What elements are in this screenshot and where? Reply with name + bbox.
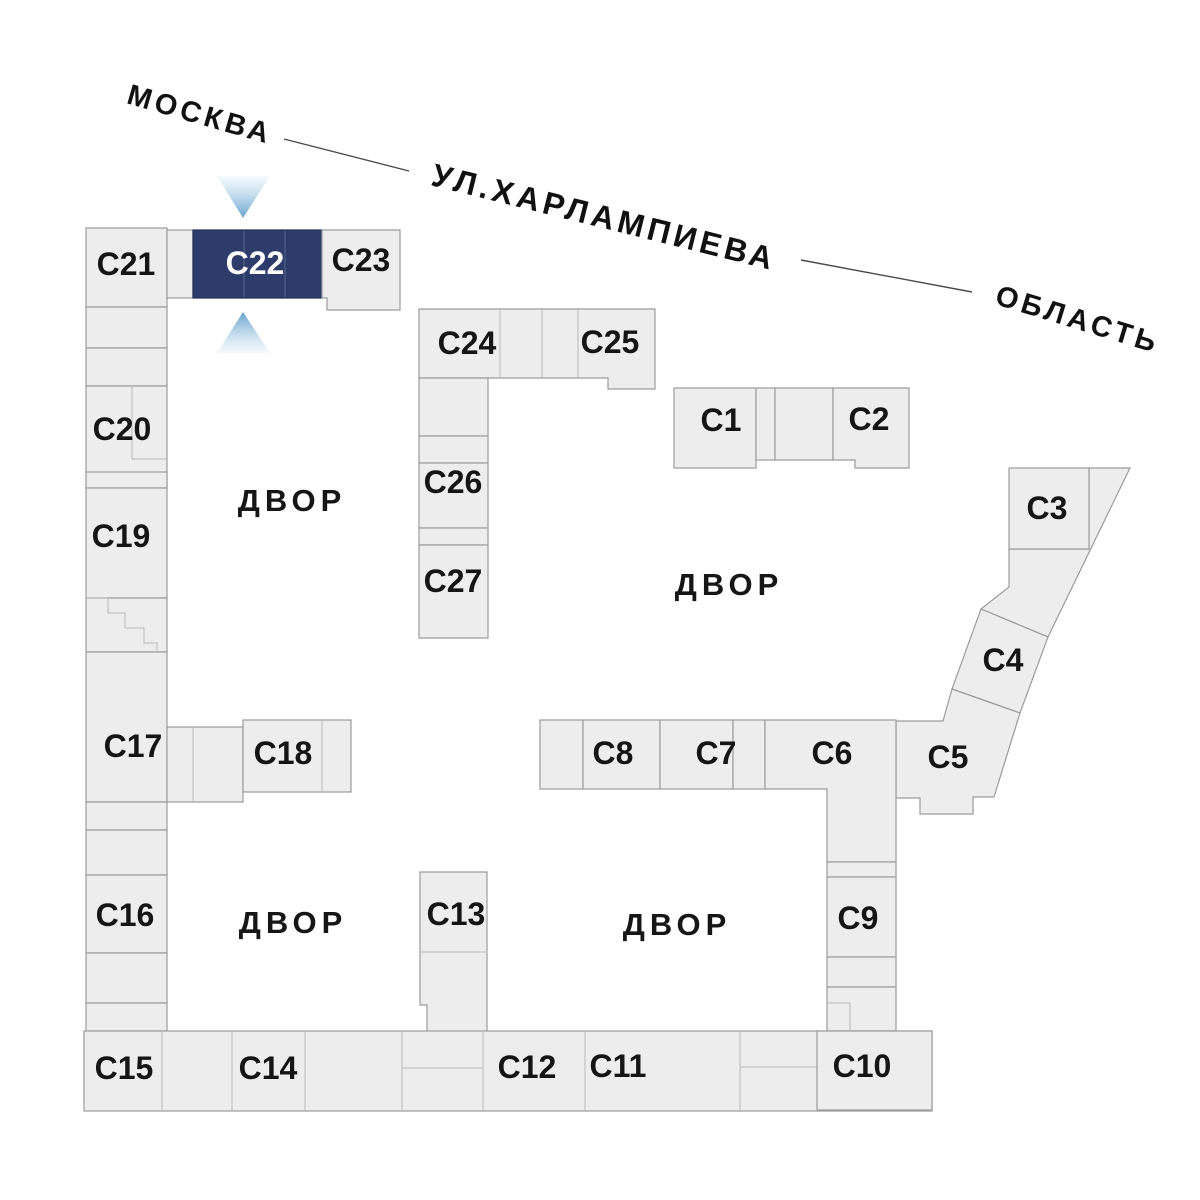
building-section-strip [732,719,766,790]
selected-arrow-top-icon [217,176,270,218]
building-c7-shape[interactable] [659,719,734,790]
building-section-strip [85,306,168,349]
building-label-c6[interactable]: С6 [812,735,853,771]
courtyard-label: ДВОР [239,905,348,940]
building-section-strip [826,861,897,878]
building-c20-inner-step [131,387,166,460]
selected-arrow-bottom-icon [217,312,270,353]
building-section-strip [85,597,168,653]
building-c10-shape[interactable] [816,1030,933,1111]
building-label-c23[interactable]: С23 [332,242,391,278]
building-section-strip [85,347,168,387]
building-c26-shape[interactable] [418,462,489,529]
building-label-c1[interactable]: С1 [701,402,742,438]
building-section-strip [418,527,489,546]
street-label-kharlampieva: УЛ.ХАРЛАМПИЕВА [428,157,780,278]
building-label-c10[interactable]: С10 [833,1048,892,1084]
courtyard-label: ДВОР [675,567,784,602]
building-section-strip [826,986,897,1032]
building-label-c11[interactable]: С11 [590,1048,647,1084]
courtyard-label: ДВОР [238,483,347,518]
building-c2-shape[interactable] [832,387,910,469]
building-section-strip [166,229,194,299]
building-label-c20[interactable]: С20 [93,411,152,447]
building-c17-extension [166,726,244,803]
building-c22-shape-selected[interactable] [192,229,323,299]
building-c1-shape[interactable] [673,387,757,469]
building-label-c19[interactable]: С19 [92,518,151,554]
building-label-c27[interactable]: С27 [424,563,483,599]
building-c20-shape[interactable] [85,385,168,489]
building-label-c4[interactable]: С4 [983,642,1024,678]
building-label-c5[interactable]: С5 [928,739,969,775]
building-label-c17[interactable]: С17 [104,728,163,764]
building-section-strip [85,471,168,489]
courtyard-label: ДВОР [623,907,732,942]
building-c9-shape[interactable] [826,876,897,958]
building-label-c3[interactable]: С3 [1027,490,1068,526]
building-label-c26[interactable]: С26 [424,464,483,500]
building-c8-shape[interactable] [582,719,661,790]
building-c17-shape[interactable] [85,651,168,803]
building-label-c7[interactable]: С7 [696,735,737,771]
building-c21-shape[interactable] [85,227,168,308]
building-section-strip [85,952,168,1004]
building-label-c25[interactable]: С25 [581,324,640,360]
building-section-inner-step [827,1002,851,1031]
building-label-c21[interactable]: С21 [97,246,156,282]
street-callout-line-right [800,259,973,293]
building-label-c24[interactable]: С24 [438,325,497,361]
building-label-c8[interactable]: С8 [593,735,634,771]
building-label-c15[interactable]: С15 [95,1050,154,1086]
building-section-strip [85,1002,168,1032]
building-label-c22-selected[interactable]: С22 [226,245,285,281]
street-label-oblast: ОБЛАСТЬ [992,280,1164,360]
building-c18-shape[interactable] [242,719,352,793]
building-label-c2[interactable]: С2 [849,401,890,437]
building-label-c13[interactable]: С13 [427,896,486,932]
building-section-strip [418,435,489,464]
building-c5-shape[interactable] [895,688,1021,815]
building-section-strip [755,387,776,461]
building-section-strip [85,829,168,876]
building-stair-step-outline [86,597,158,652]
building-label-c9[interactable]: С9 [838,900,879,936]
building-label-c12[interactable]: С12 [498,1049,557,1085]
building-section-strip [418,377,489,437]
building-section-strip [826,956,897,988]
building-section-strip [85,801,168,831]
building-label-c16[interactable]: С16 [96,897,155,933]
building-label-c18[interactable]: С18 [254,735,313,771]
building-section-strip [774,387,834,461]
building-bottom-row [83,1030,933,1112]
street-callout-line-left [283,138,410,172]
building-c19-shape[interactable] [85,487,168,599]
building-section-strip [539,719,584,790]
building-c3-shape[interactable] [1008,467,1090,550]
building-label-c14[interactable]: С14 [239,1050,298,1086]
building-c27-shape[interactable] [418,544,489,639]
building-c23-shape[interactable] [321,229,401,311]
street-label-moscow: МОСКВА [124,79,277,151]
building-c16-shape[interactable] [85,874,168,954]
